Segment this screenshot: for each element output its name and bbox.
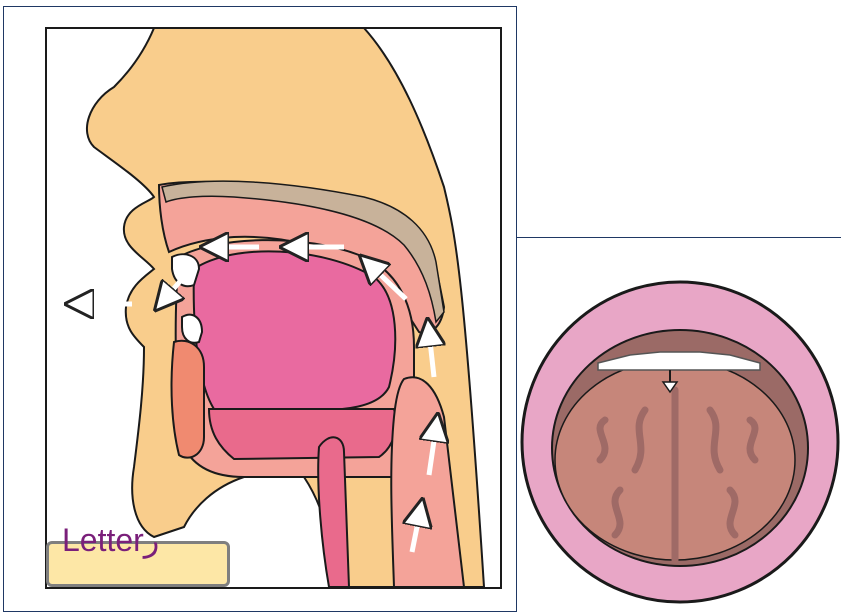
upper-tooth bbox=[172, 254, 199, 286]
lower-tooth bbox=[182, 315, 202, 343]
mouth-front-view-svg bbox=[520, 270, 841, 615]
larynx bbox=[318, 437, 349, 587]
letter-caption: Letterر bbox=[62, 524, 159, 556]
tongue-fissure bbox=[730, 490, 735, 535]
lower-lip bbox=[172, 341, 204, 458]
floor-of-mouth bbox=[209, 409, 396, 459]
tongue bbox=[194, 251, 396, 409]
tongue-fissure bbox=[615, 490, 620, 535]
panel-divider bbox=[517, 237, 841, 238]
